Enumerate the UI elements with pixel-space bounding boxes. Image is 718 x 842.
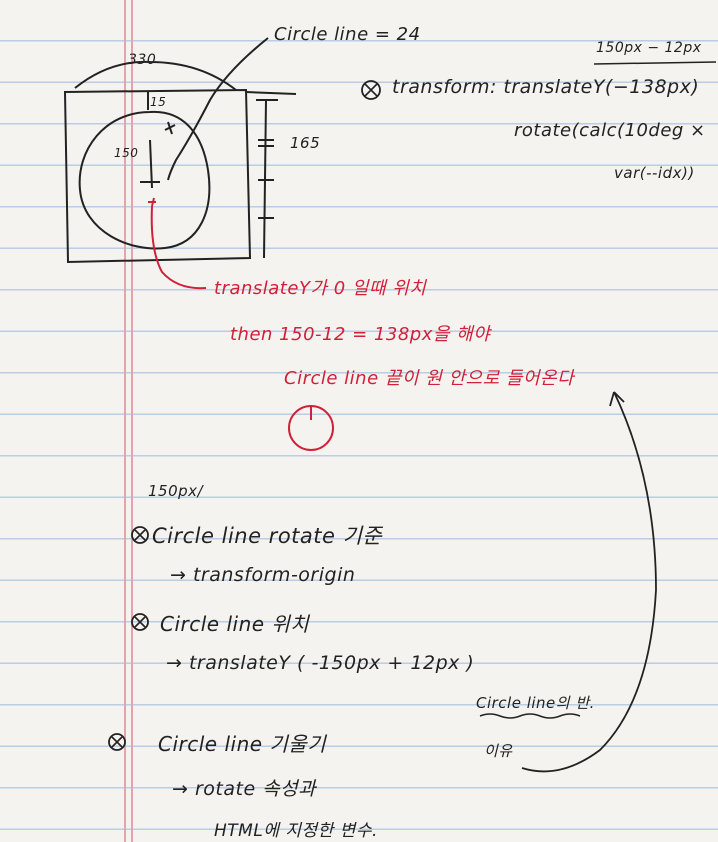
item3-detail: → rotate 속성과 [172, 778, 317, 800]
inner-top-label: 15 [150, 95, 167, 109]
formula-line2: rotate(calc(10deg × [514, 120, 706, 141]
height-label: 165 [290, 134, 321, 152]
formula-above: 150px − 12px [596, 40, 702, 56]
formula-line3: var(--idx)) [614, 164, 695, 182]
margin-line-right [131, 0, 133, 842]
bullet-3-icon [108, 733, 126, 751]
circle [78, 110, 211, 250]
side-note: Circle line의 반. [476, 694, 595, 712]
red-arrowhead [148, 197, 156, 207]
label-pointer [167, 37, 269, 181]
long-arrowhead [609, 391, 625, 407]
height-ticks [256, 99, 278, 219]
bullet-1-icon [131, 526, 149, 544]
item3-title: Circle line 기울기 [158, 732, 327, 756]
red-pointer [150, 205, 207, 290]
item2-title: Circle line 위치 [160, 612, 310, 636]
outer-square [63, 88, 252, 264]
item2-detail: → translateY ( -150px + 12px ) [166, 652, 475, 674]
circle-line-label: Circle line = 24 [274, 24, 421, 45]
side-note-reason: 이유 [484, 742, 513, 760]
notes-heading: 150px/ [148, 482, 204, 500]
circle-line-mark [164, 121, 176, 135]
width-bracket [74, 60, 237, 91]
extension-line [245, 91, 297, 95]
side-note-underline [479, 713, 581, 719]
red-note-line1: translateY가 0 일때 위치 [214, 278, 427, 299]
bullet-2-icon [131, 613, 149, 631]
item1-detail: → transform-origin [170, 564, 356, 586]
radius-label: 150 [114, 146, 139, 160]
item3-detail2: HTML에 지정한 변수. [214, 821, 378, 841]
formula-bullet-icon [361, 80, 381, 100]
radius-line [149, 139, 153, 189]
red-note-line3: Circle line 끝이 원 안으로 들어온다 [284, 368, 575, 389]
formula-underline [593, 61, 717, 65]
margin-line-left [124, 0, 126, 842]
long-arrow [521, 391, 657, 773]
red-note-line2: then 150-12 = 138px을 해야 [230, 324, 491, 345]
item1-title: Circle line rotate 기준 [152, 524, 383, 548]
width-label: 330 [128, 52, 157, 68]
formula-line1: transform: translateY(−138px) [392, 76, 700, 98]
